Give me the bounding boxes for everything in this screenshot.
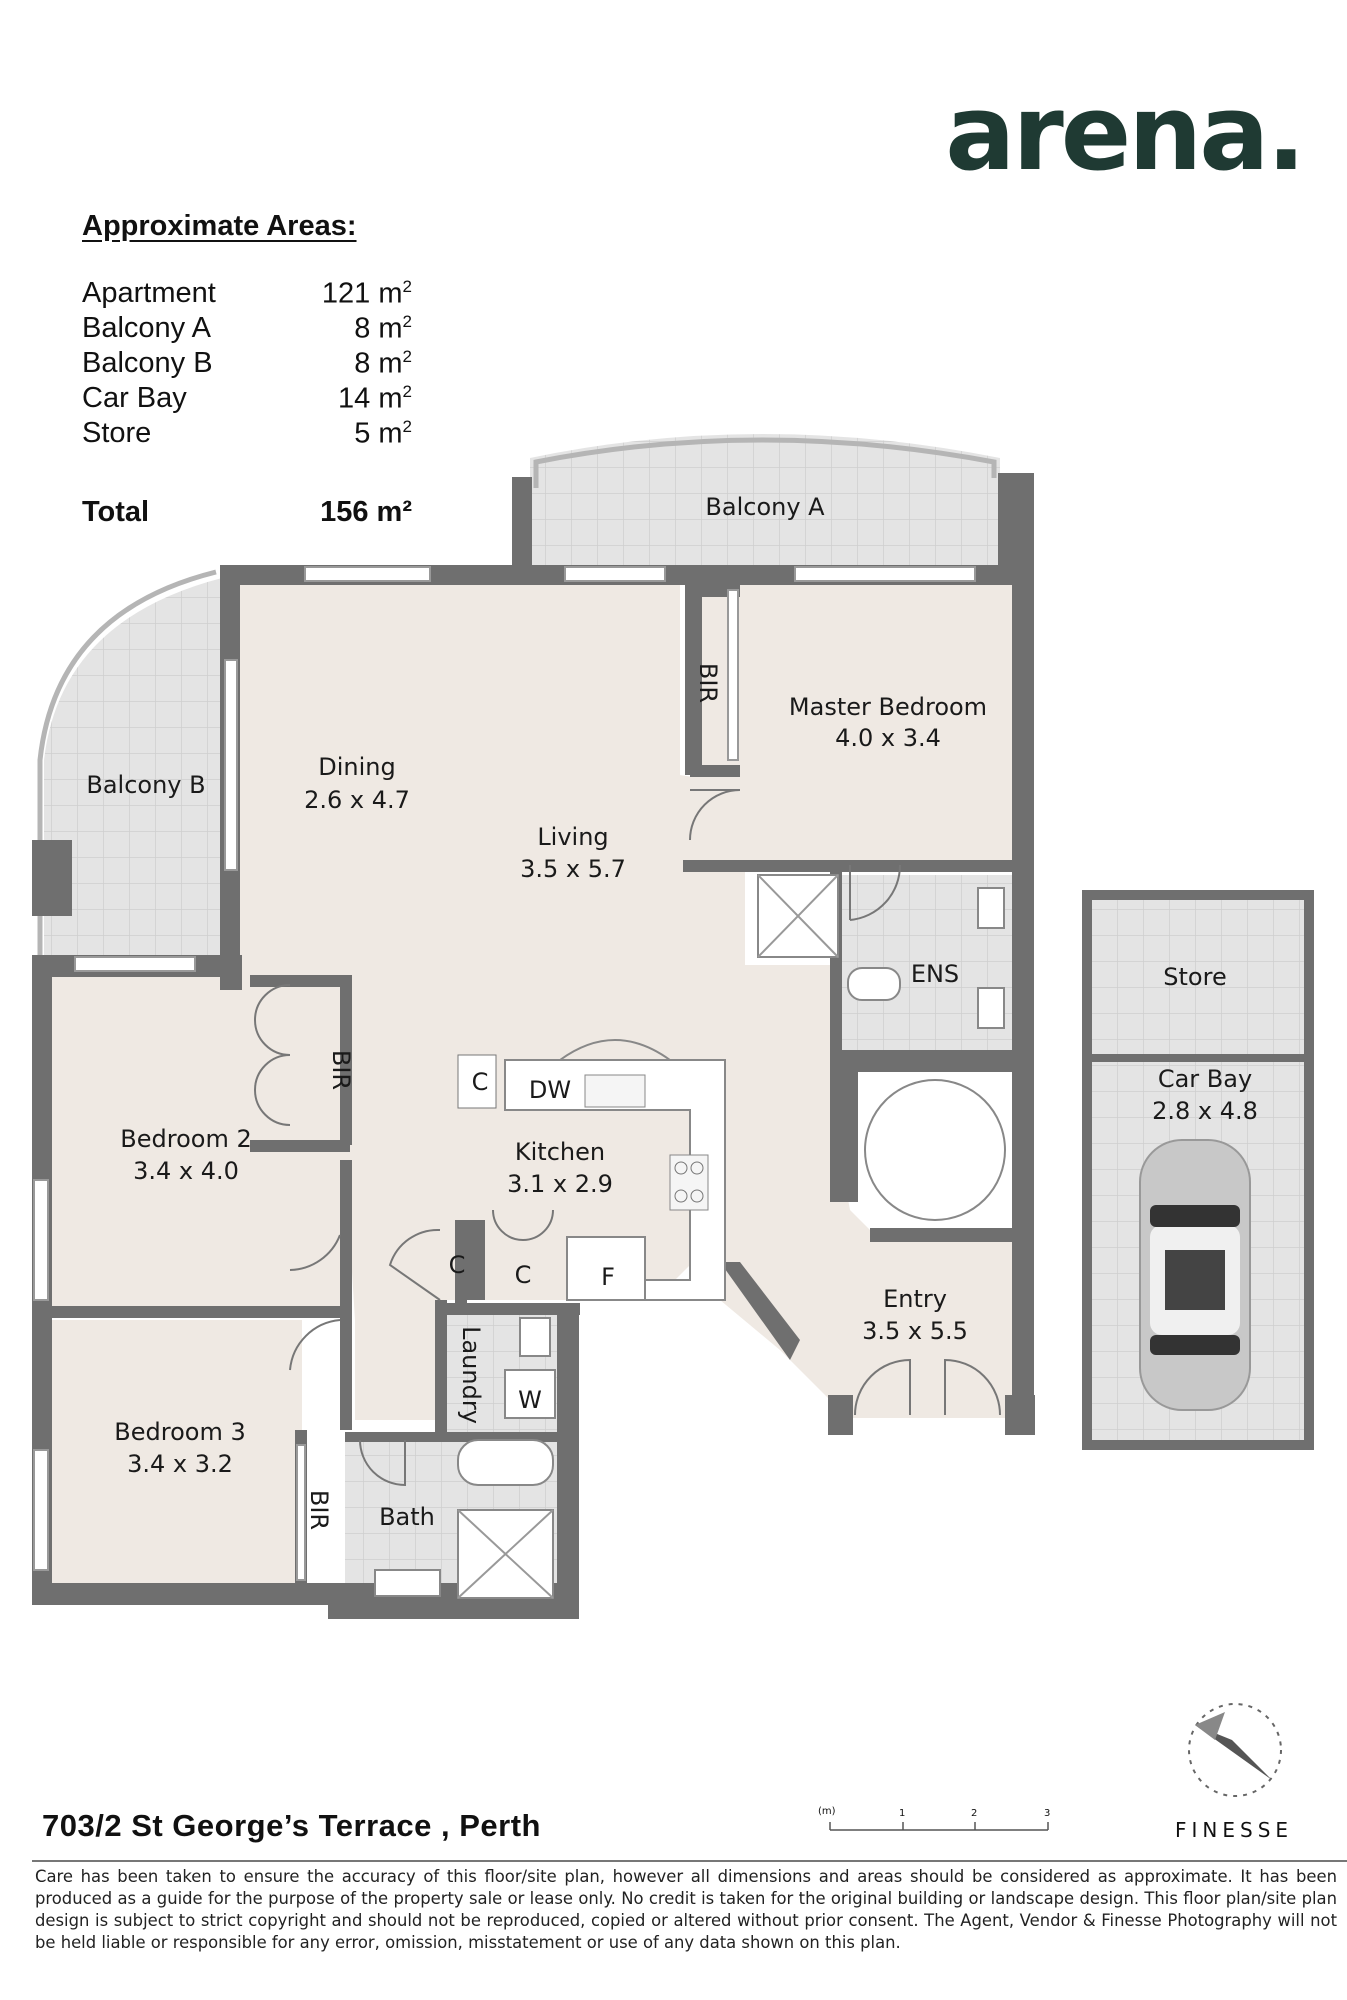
area-row-balcony-a: Balcony A 8 m2 [82, 312, 412, 347]
disclaimer-text: Care has been taken to ensure the accura… [35, 1867, 1337, 1952]
kitchen-cupboard-label: C [472, 1068, 489, 1096]
dishwasher-label: DW [529, 1076, 571, 1104]
area-row-store: Store 5 m2 [82, 417, 412, 452]
entry-label: Entry [883, 1285, 947, 1313]
dining-label: Dining [318, 753, 395, 781]
scale-unit-label: (m) [818, 1806, 836, 1817]
north-compass-icon [1188, 1703, 1282, 1797]
scale-tick-1: 1 [899, 1808, 906, 1819]
area-value: 8 m2 [354, 312, 412, 345]
bedroom3-size: 3.4 x 3.2 [127, 1450, 233, 1478]
total-label: Total [82, 496, 150, 528]
area-row-balcony-b: Balcony B 8 m2 [82, 347, 412, 382]
car-bay-label: Car Bay [1158, 1065, 1252, 1093]
balcony-a-floor [530, 434, 1000, 565]
fridge-label: F [601, 1263, 615, 1291]
balcony-b-balustrade [37, 569, 217, 955]
finesse-logo: FINESSE [1175, 1818, 1294, 1842]
area-row-car-bay: Car Bay 14 m2 [82, 382, 412, 417]
balcony-a-wall-left [512, 477, 532, 565]
area-value: 121 m2 [321, 277, 412, 310]
living-dining-floor [240, 585, 1012, 1420]
area-value: 14 m2 [338, 382, 412, 415]
master-bedroom-floor [690, 585, 1012, 865]
kitchen-joinery [457, 1039, 726, 1301]
bedroom3-bir-label: BIR [305, 1490, 333, 1530]
living-size: 3.5 x 5.7 [520, 855, 626, 883]
car-bay-size: 2.8 x 4.8 [1152, 1097, 1258, 1125]
store-floor [1092, 900, 1304, 1055]
area-label: Apartment [82, 277, 216, 309]
bedroom2-label: Bedroom 2 [120, 1125, 251, 1153]
balcony-b-post [32, 840, 72, 916]
area-value: 8 m2 [354, 347, 412, 380]
master-bir-label: BIR [694, 663, 722, 703]
laundry-label: Laundry [457, 1326, 485, 1424]
total-value: 156 m² [320, 496, 412, 528]
store-car-walls [1082, 890, 1314, 1450]
area-label: Car Bay [82, 382, 187, 414]
dining-size: 2.6 x 4.7 [304, 786, 410, 814]
scale-tick-2: 2 [971, 1808, 978, 1819]
fixtures [374, 874, 1006, 1599]
areas-title: Approximate Areas: [82, 210, 357, 242]
windows [33, 566, 976, 1581]
area-label: Store [82, 417, 152, 449]
entry-size: 3.5 x 5.5 [862, 1317, 968, 1345]
arena-logo: arena. [945, 72, 1306, 194]
washer-label: W [518, 1386, 542, 1414]
area-label: Balcony B [82, 347, 213, 379]
bath-label: Bath [379, 1503, 435, 1531]
balcony-a-balustrade [533, 437, 997, 488]
kitchen-size: 3.1 x 2.9 [507, 1170, 613, 1198]
area-value: 5 m2 [354, 417, 412, 450]
area-label: Balcony A [82, 312, 211, 344]
bedroom2-bir-label: BIR [327, 1050, 355, 1090]
balcony-b-floor [44, 578, 222, 955]
balcony-a-label: Balcony A [705, 493, 825, 521]
balcony-a-wall-right [998, 473, 1034, 568]
kitchen-label: Kitchen [515, 1138, 605, 1166]
car-icon [1139, 1139, 1251, 1411]
door-swings [254, 789, 1001, 1487]
approximate-areas-table: Approximate Areas: Apartment 121 m2 Balc… [82, 210, 412, 529]
pantry-cupboard-label: C [515, 1261, 532, 1289]
property-address: 703/2 St George’s Terrace , Perth [42, 1808, 541, 1843]
bedroom3-label: Bedroom 3 [114, 1418, 245, 1446]
hall-cupboard-label: C [449, 1251, 466, 1279]
area-total-row: Total 156 m² [82, 496, 412, 529]
living-label: Living [537, 823, 608, 851]
ens-label: ENS [911, 960, 959, 988]
scale-tick-3: 3 [1044, 1808, 1051, 1819]
master-bedroom-label: Master Bedroom [789, 693, 987, 721]
scale-bar [829, 1822, 1049, 1831]
balcony-b-label: Balcony B [86, 771, 205, 799]
footer-divider [32, 1860, 1347, 1862]
bedroom2-size: 3.4 x 4.0 [133, 1157, 239, 1185]
area-row-apartment: Apartment 121 m2 [82, 277, 412, 312]
bedroom3-floor [52, 1320, 302, 1585]
store-label: Store [1163, 963, 1226, 991]
master-bedroom-size: 4.0 x 3.4 [835, 724, 941, 752]
